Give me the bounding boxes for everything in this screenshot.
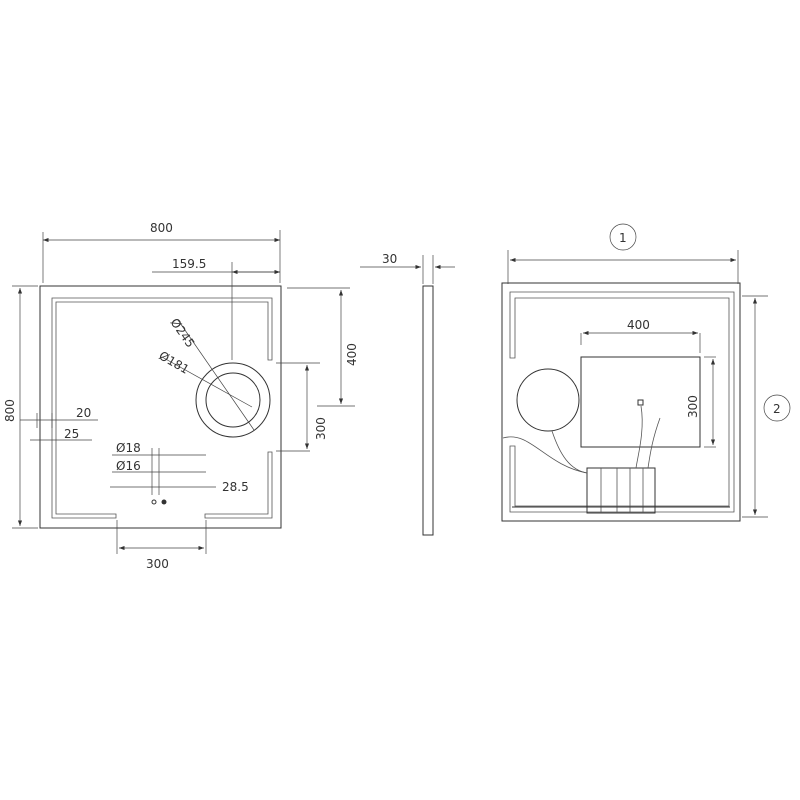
back-frame <box>509 291 735 513</box>
heating-pad <box>580 356 701 448</box>
callout-2-label: 2 <box>773 402 781 416</box>
magnifier-outer <box>195 362 271 438</box>
right-gap-label: 300 <box>314 417 328 440</box>
dia-18-label: Ø18 <box>116 441 141 455</box>
edge-25-label: 25 <box>64 427 79 441</box>
dia-16-label: Ø16 <box>116 459 141 473</box>
back-view: 400 300 1 2 <box>501 223 791 522</box>
width-label: 800 <box>150 221 173 235</box>
side-profile <box>422 285 434 536</box>
led-strip <box>51 297 273 519</box>
callout-1-label: 1 <box>619 231 627 245</box>
back-outline <box>501 282 741 522</box>
front-view: 800 159.5 800 400 300 300 Ø245 Ø181 20 2… <box>3 221 359 571</box>
spacing-label: 28.5 <box>222 480 249 494</box>
callout-1-circle <box>609 223 637 251</box>
dia-245-label: Ø245 <box>168 316 198 351</box>
callout-2-circle <box>763 394 791 422</box>
touch-sensor-icon <box>151 499 157 505</box>
touch-sensor-icon <box>161 499 167 505</box>
height-label: 800 <box>3 399 17 422</box>
bottom-gap-label: 300 <box>146 557 169 571</box>
driver-box <box>586 467 656 514</box>
connector-icon <box>637 399 644 406</box>
box-width-label: 400 <box>627 318 650 332</box>
magnifier-inner <box>205 372 261 428</box>
thickness-label: 30 <box>382 252 397 266</box>
side-view: 30 <box>360 252 455 536</box>
dia-245-leader <box>177 319 255 431</box>
mirror-outline <box>39 285 282 529</box>
offset-label: 159.5 <box>172 257 206 271</box>
dia-181-label: Ø181 <box>157 348 192 376</box>
upper-gap-label: 400 <box>345 343 359 366</box>
box-height-label: 300 <box>686 395 700 418</box>
magnifier-back <box>516 368 580 432</box>
edge-20-label: 20 <box>76 406 91 420</box>
